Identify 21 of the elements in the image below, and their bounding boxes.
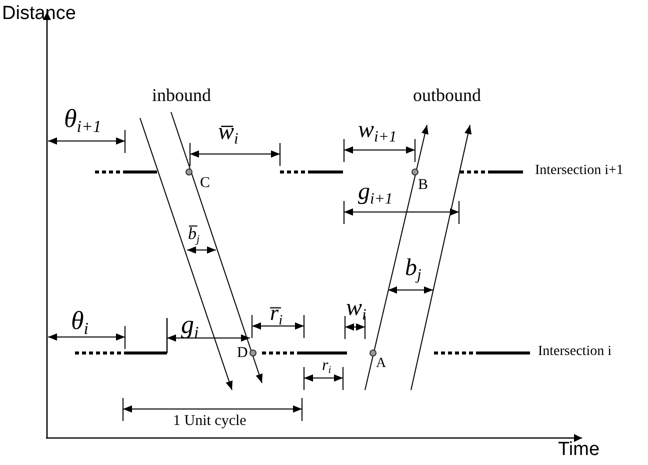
point-label: C (200, 176, 210, 191)
variable-label: w̅$_{i}$ (218, 120, 238, 148)
intersection-label: Intersection i+1 (535, 164, 624, 178)
variable-label: b$_{j}$ (405, 256, 422, 284)
variable-label: w$_{i+1}$ (358, 118, 397, 146)
variable-label: θ$_{i}$ (71, 308, 88, 338)
direction-label: outbound (413, 86, 482, 104)
point-label: B (418, 178, 428, 193)
point-label: A (376, 357, 386, 371)
axis-title: Distance (2, 4, 76, 23)
variable-label: b̅$_{j}$ (188, 225, 200, 246)
direction-label: inbound (152, 86, 212, 104)
variable-label: g$_{i+1}$ (358, 180, 393, 208)
intersection-label: Intersection i (538, 345, 612, 359)
variable-label: w$_{i}$ (346, 296, 366, 324)
variable-label: r̅$_{i}$ (270, 302, 283, 328)
point-label: D (237, 346, 248, 361)
axis-title: Time (558, 440, 600, 459)
variable-label: r$_{i}$ (322, 358, 332, 377)
dimension-label: 1 Unit cycle (173, 414, 246, 429)
variable-label: θ$_{i+1}$ (64, 106, 102, 136)
